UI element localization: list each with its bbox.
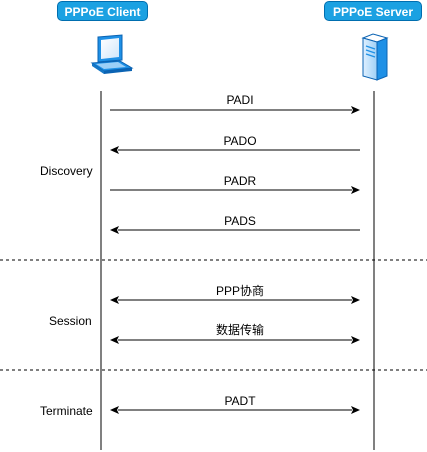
message-padt: PADT <box>110 394 360 414</box>
message-label: PADR <box>224 174 257 188</box>
client-label: PPPoE Client <box>57 1 148 21</box>
server-icon <box>361 33 389 81</box>
message-label: PADO <box>223 134 256 148</box>
message-label: PADT <box>224 394 256 408</box>
message-pado: PADO <box>110 134 360 154</box>
server-label: PPPoE Server <box>324 1 422 21</box>
phase-label-terminate: Terminate <box>40 404 93 418</box>
message-label: 数据传输 <box>216 322 264 337</box>
message-pads: PADS <box>110 214 360 234</box>
message-label: PPP协商 <box>216 283 264 298</box>
message-ppp-negotiation: PPP协商 <box>110 283 360 304</box>
message-data-transfer: 数据传输 <box>110 322 360 344</box>
message-padr: PADR <box>110 174 360 194</box>
message-label: PADI <box>226 93 253 107</box>
phase-label-session: Session <box>49 314 92 328</box>
message-label: PADS <box>224 214 256 228</box>
phase-label-discovery: Discovery <box>40 164 93 178</box>
message-padi: PADI <box>110 93 360 114</box>
laptop-icon <box>90 34 134 74</box>
